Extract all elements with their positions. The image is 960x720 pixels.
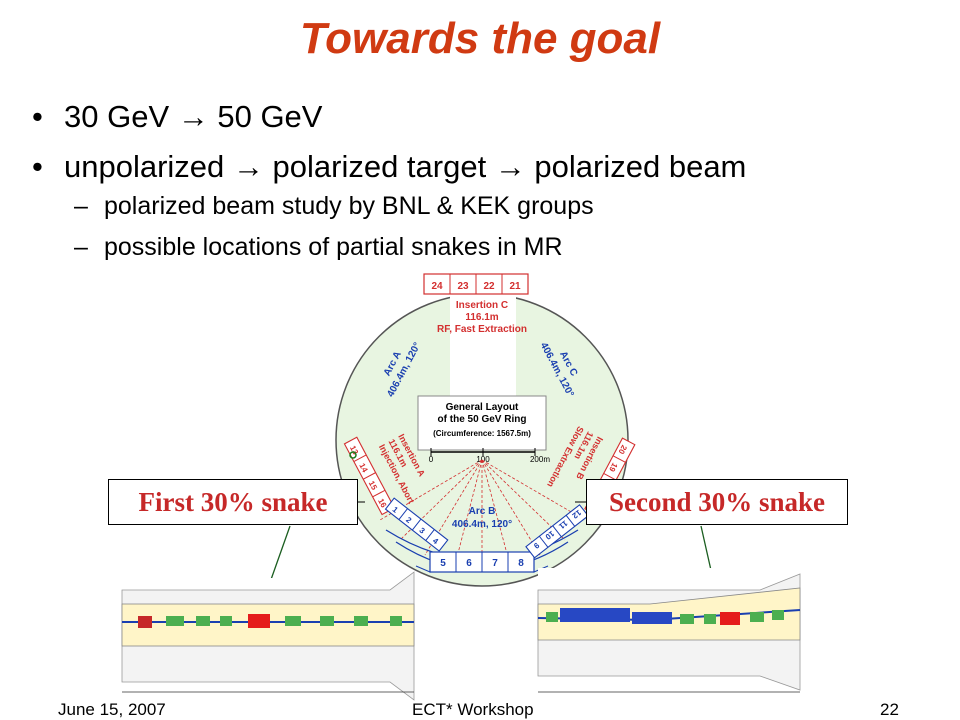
dash-marker: – [74, 192, 88, 220]
sub-bullet-text: possible locations of partial snakes in … [104, 233, 563, 261]
label-second-snake: Second 30% snake [586, 479, 848, 525]
ring-inner-top [450, 290, 516, 400]
sub-bullet-text: polarized beam study by BNL & KEK groups [104, 192, 594, 220]
arc-b-name: Arc B [469, 506, 496, 517]
footer-date: June 15, 2007 [58, 700, 166, 719]
sub-bullet-beam-study: –polarized beam study by BNL & KEK group… [74, 192, 594, 221]
footer-event: ECT* Workshop [412, 700, 534, 719]
left-lower-cell-label: 3 [417, 526, 426, 536]
bottom-cell-label: 5 [440, 558, 446, 569]
scale-hundred: 100 [476, 455, 490, 464]
snake-marker-first [349, 451, 357, 459]
bottom-cell-label: 7 [492, 558, 498, 569]
top-cell-label: 22 [483, 281, 495, 292]
left-lower-cell-label: 4 [431, 536, 440, 546]
bottom-cell-label: 8 [518, 558, 524, 569]
insertion-c-name: Insertion C [456, 300, 508, 311]
insertion-c-purpose: RF, Fast Extraction [437, 324, 527, 335]
bullet-polarization: unpolarized → polarized target → polariz… [30, 142, 930, 192]
footer-page-number: 22 [880, 700, 899, 719]
label-first-snake: First 30% snake [108, 479, 358, 525]
center-subtitle: of the 50 GeV Ring [438, 414, 527, 425]
ring-inner-fill [360, 400, 430, 450]
center-circumference: (Circumference: 1567.5m) [433, 429, 531, 438]
dash-marker: – [74, 233, 88, 261]
right-lower-cell-label: 9 [531, 541, 540, 551]
left-lower-cell-label: 2 [404, 515, 413, 525]
center-title: General Layout [446, 402, 519, 413]
left-lower-cell-label: 1 [391, 505, 400, 515]
scale-end: 200m [530, 455, 550, 464]
scale-zero: 0 [429, 455, 434, 464]
top-cell-label: 21 [509, 281, 521, 292]
top-cell-label: 23 [457, 281, 469, 292]
center-box [417, 395, 547, 451]
sub-bullet-snake-locations: –possible locations of partial snakes in… [74, 233, 563, 262]
slide-title: Towards the goal [299, 14, 661, 63]
beamline-panel-right [537, 568, 801, 696]
insertion-c-length: 116.1m [465, 312, 498, 323]
bullet-list: 30 GeV → 50 GeV unpolarized → polarized … [30, 92, 930, 192]
arc-b-length: 406.4m, 120° [452, 519, 512, 530]
top-cell-label: 24 [431, 281, 443, 292]
callout-line-first [267, 525, 291, 589]
bottom-cell-label: 6 [466, 558, 472, 569]
beamline-panel-left [121, 571, 415, 701]
bullet-energy: 30 GeV → 50 GeV [30, 92, 930, 142]
